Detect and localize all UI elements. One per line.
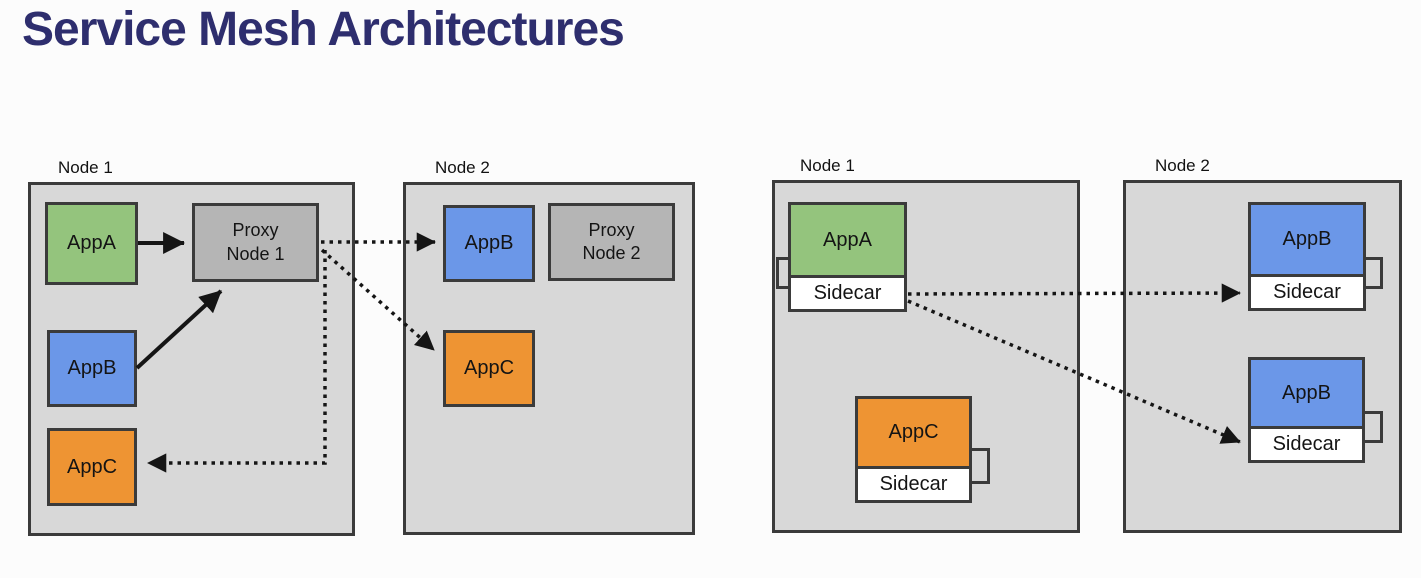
right-node1-appc-box: AppC [858, 399, 969, 466]
right-node2-appb-top-sidecar: Sidecar [1251, 274, 1363, 308]
right-node2-appb-bottom-box: AppB [1251, 360, 1362, 426]
left-node1-appa-box: AppA [45, 202, 138, 285]
right-node1-appc-sidecar: Sidecar [858, 466, 969, 500]
right-node1-label: Node 1 [800, 156, 855, 175]
left-node2-proxy-box: Proxy Node 2 [548, 203, 675, 281]
right-node2-appb-bottom-sidecar: Sidecar [1251, 426, 1362, 460]
left-node1-appc-box: AppC [47, 428, 137, 506]
left-node2-appc-box: AppC [443, 330, 535, 407]
page-title: Service Mesh Architectures [22, 3, 625, 56]
left-node1-proxy-box: Proxy Node 1 [192, 203, 319, 282]
right-node2-appb-top-box: AppB [1251, 205, 1363, 274]
right-node1-appa-pod: AppA Sidecar [788, 202, 907, 312]
left-node2-label: Node 2 [435, 158, 490, 177]
right-node2-appb-bottom-pod: AppB Sidecar [1248, 357, 1365, 463]
left-node1-appb-box: AppB [47, 330, 137, 407]
right-node1-appa-sidecar: Sidecar [791, 275, 904, 309]
left-node1-label: Node 1 [58, 158, 113, 177]
right-node2-appb-top-pod: AppB Sidecar [1248, 202, 1366, 311]
right-node2-label: Node 2 [1155, 156, 1210, 175]
right-node1-appc-pod: AppC Sidecar [855, 396, 972, 503]
left-node2-appb-box: AppB [443, 205, 535, 282]
right-node1-appa-box: AppA [791, 205, 904, 275]
